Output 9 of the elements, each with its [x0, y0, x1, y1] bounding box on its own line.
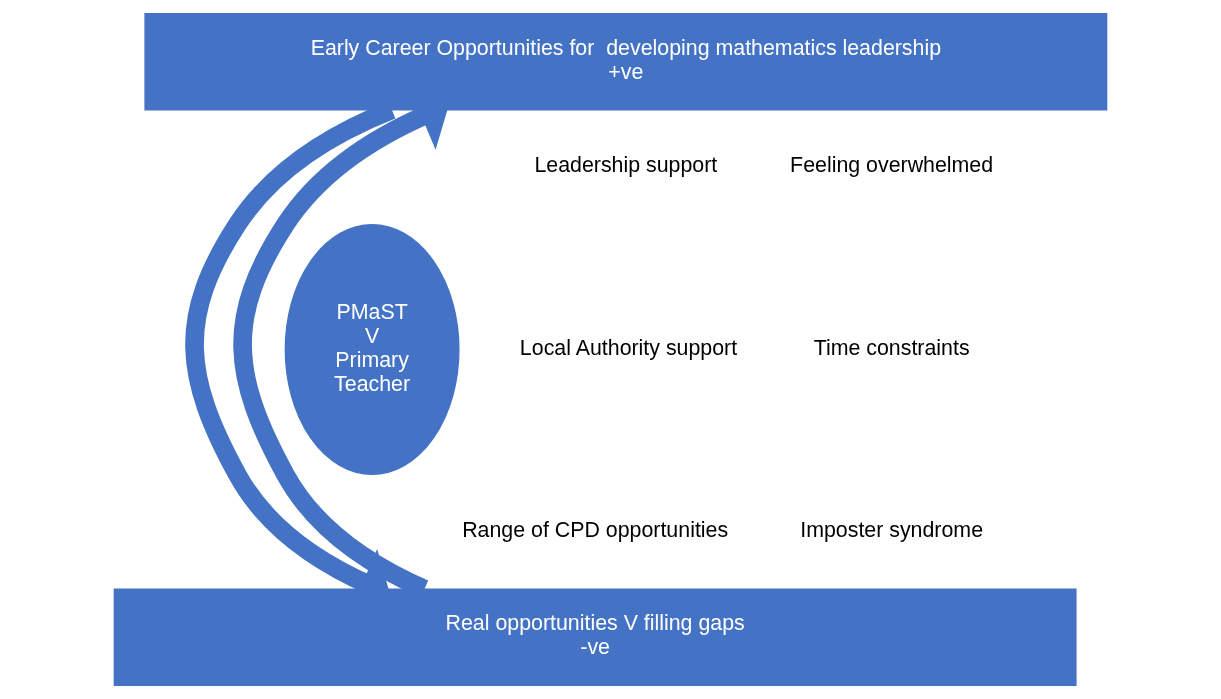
label: Leadership support [534, 153, 718, 178]
label: Range of CPD opportunities [462, 517, 729, 542]
node-box: Real opportunities V filling gaps -ve [113, 588, 1077, 687]
label: Time constraints [813, 335, 970, 360]
label: Feeling overwhelmed [790, 153, 994, 178]
node-ellipse: PMaST V Primary Teacher [284, 223, 460, 476]
node-box: Early Career Opportunities for developing mathematics leadership +ve [144, 12, 1108, 111]
label: Imposter syndrome [800, 517, 984, 542]
label: Local Authority support [519, 335, 738, 360]
